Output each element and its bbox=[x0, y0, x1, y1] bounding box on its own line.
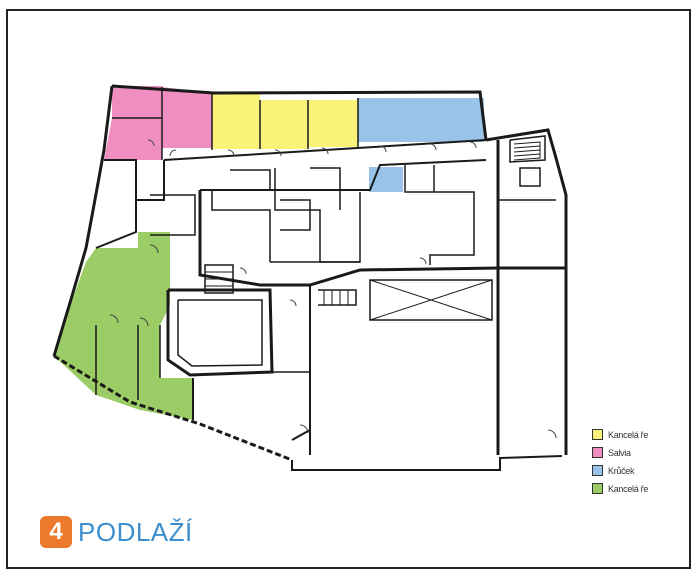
inner-wall-left-2 bbox=[95, 159, 137, 249]
legend-label: Kancelá ře bbox=[608, 483, 649, 494]
legend-item-offices-yellow: Kancelá ře bbox=[592, 427, 687, 442]
inner-corridor-bottom bbox=[200, 159, 487, 191]
outer-wall-top bbox=[111, 84, 488, 141]
room-office-green-1 bbox=[62, 232, 170, 325]
legend-label: Salvia bbox=[608, 447, 631, 458]
inner-wall-left bbox=[135, 160, 165, 232]
room-office-yellow-3 bbox=[308, 100, 358, 147]
walls-layer bbox=[52, 84, 568, 471]
outer-wall-left bbox=[52, 85, 114, 357]
legend-swatch-yellow bbox=[592, 429, 603, 440]
inner-core-wall bbox=[198, 190, 566, 287]
room-salvia-3 bbox=[162, 87, 212, 148]
legend-item-offices-green: Kancelá ře bbox=[592, 481, 687, 496]
floor-number-badge: 4 bbox=[40, 516, 72, 548]
outer-wall-right bbox=[485, 128, 568, 455]
bottom-notch bbox=[291, 428, 311, 455]
legend-label: Kancelá ře bbox=[608, 429, 649, 440]
floor-label: PODLAŽÍ bbox=[78, 516, 193, 547]
small-rooms-left bbox=[150, 194, 196, 236]
skylight-x2 bbox=[369, 279, 493, 321]
room-office-yellow-1 bbox=[212, 94, 260, 149]
wc-block-2 bbox=[310, 167, 341, 210]
lift-shaft bbox=[519, 167, 541, 187]
room-salvia-2 bbox=[104, 118, 162, 160]
legend-swatch-green bbox=[592, 483, 603, 494]
room-krucek-1 bbox=[358, 98, 484, 142]
rooms-layer bbox=[54, 86, 484, 420]
doors-layer bbox=[109, 139, 557, 439]
stair-block bbox=[509, 135, 546, 163]
stair-top-right-step-1 bbox=[513, 145, 541, 149]
room-block-mid bbox=[211, 190, 271, 262]
wc-block bbox=[230, 169, 271, 190]
legend-swatch-pink bbox=[592, 447, 603, 458]
floor-title: 4 PODLAŽÍ bbox=[40, 516, 193, 548]
room-office-green-2 bbox=[62, 325, 193, 420]
outer-wall-bottom bbox=[291, 455, 563, 471]
legend-item-salvia: Salvia bbox=[592, 445, 687, 460]
wc-block-3 bbox=[280, 199, 311, 231]
legend: Kancelá ře Salvia Krůček Kancelá ře bbox=[592, 427, 687, 499]
stair-top-right-step-3 bbox=[513, 153, 541, 157]
room-salvia-1 bbox=[112, 86, 162, 118]
room-office-green-3 bbox=[54, 325, 96, 395]
room-block-right bbox=[404, 165, 475, 265]
skylight bbox=[369, 279, 493, 321]
courtyard-wall bbox=[166, 288, 274, 377]
room-block-mid-2 bbox=[274, 168, 361, 263]
legend-label: Krůček bbox=[608, 465, 635, 476]
legend-item-krucek: Krůček bbox=[592, 463, 687, 478]
room-office-yellow-2 bbox=[260, 100, 308, 149]
inner-corridor-top bbox=[163, 139, 487, 161]
stair-right bbox=[318, 289, 357, 306]
stair-top-right-step-2 bbox=[513, 149, 541, 153]
outer-wall-bottom-left bbox=[53, 354, 293, 462]
courtyard-inner bbox=[177, 299, 263, 367]
legend-swatch-blue bbox=[592, 465, 603, 476]
